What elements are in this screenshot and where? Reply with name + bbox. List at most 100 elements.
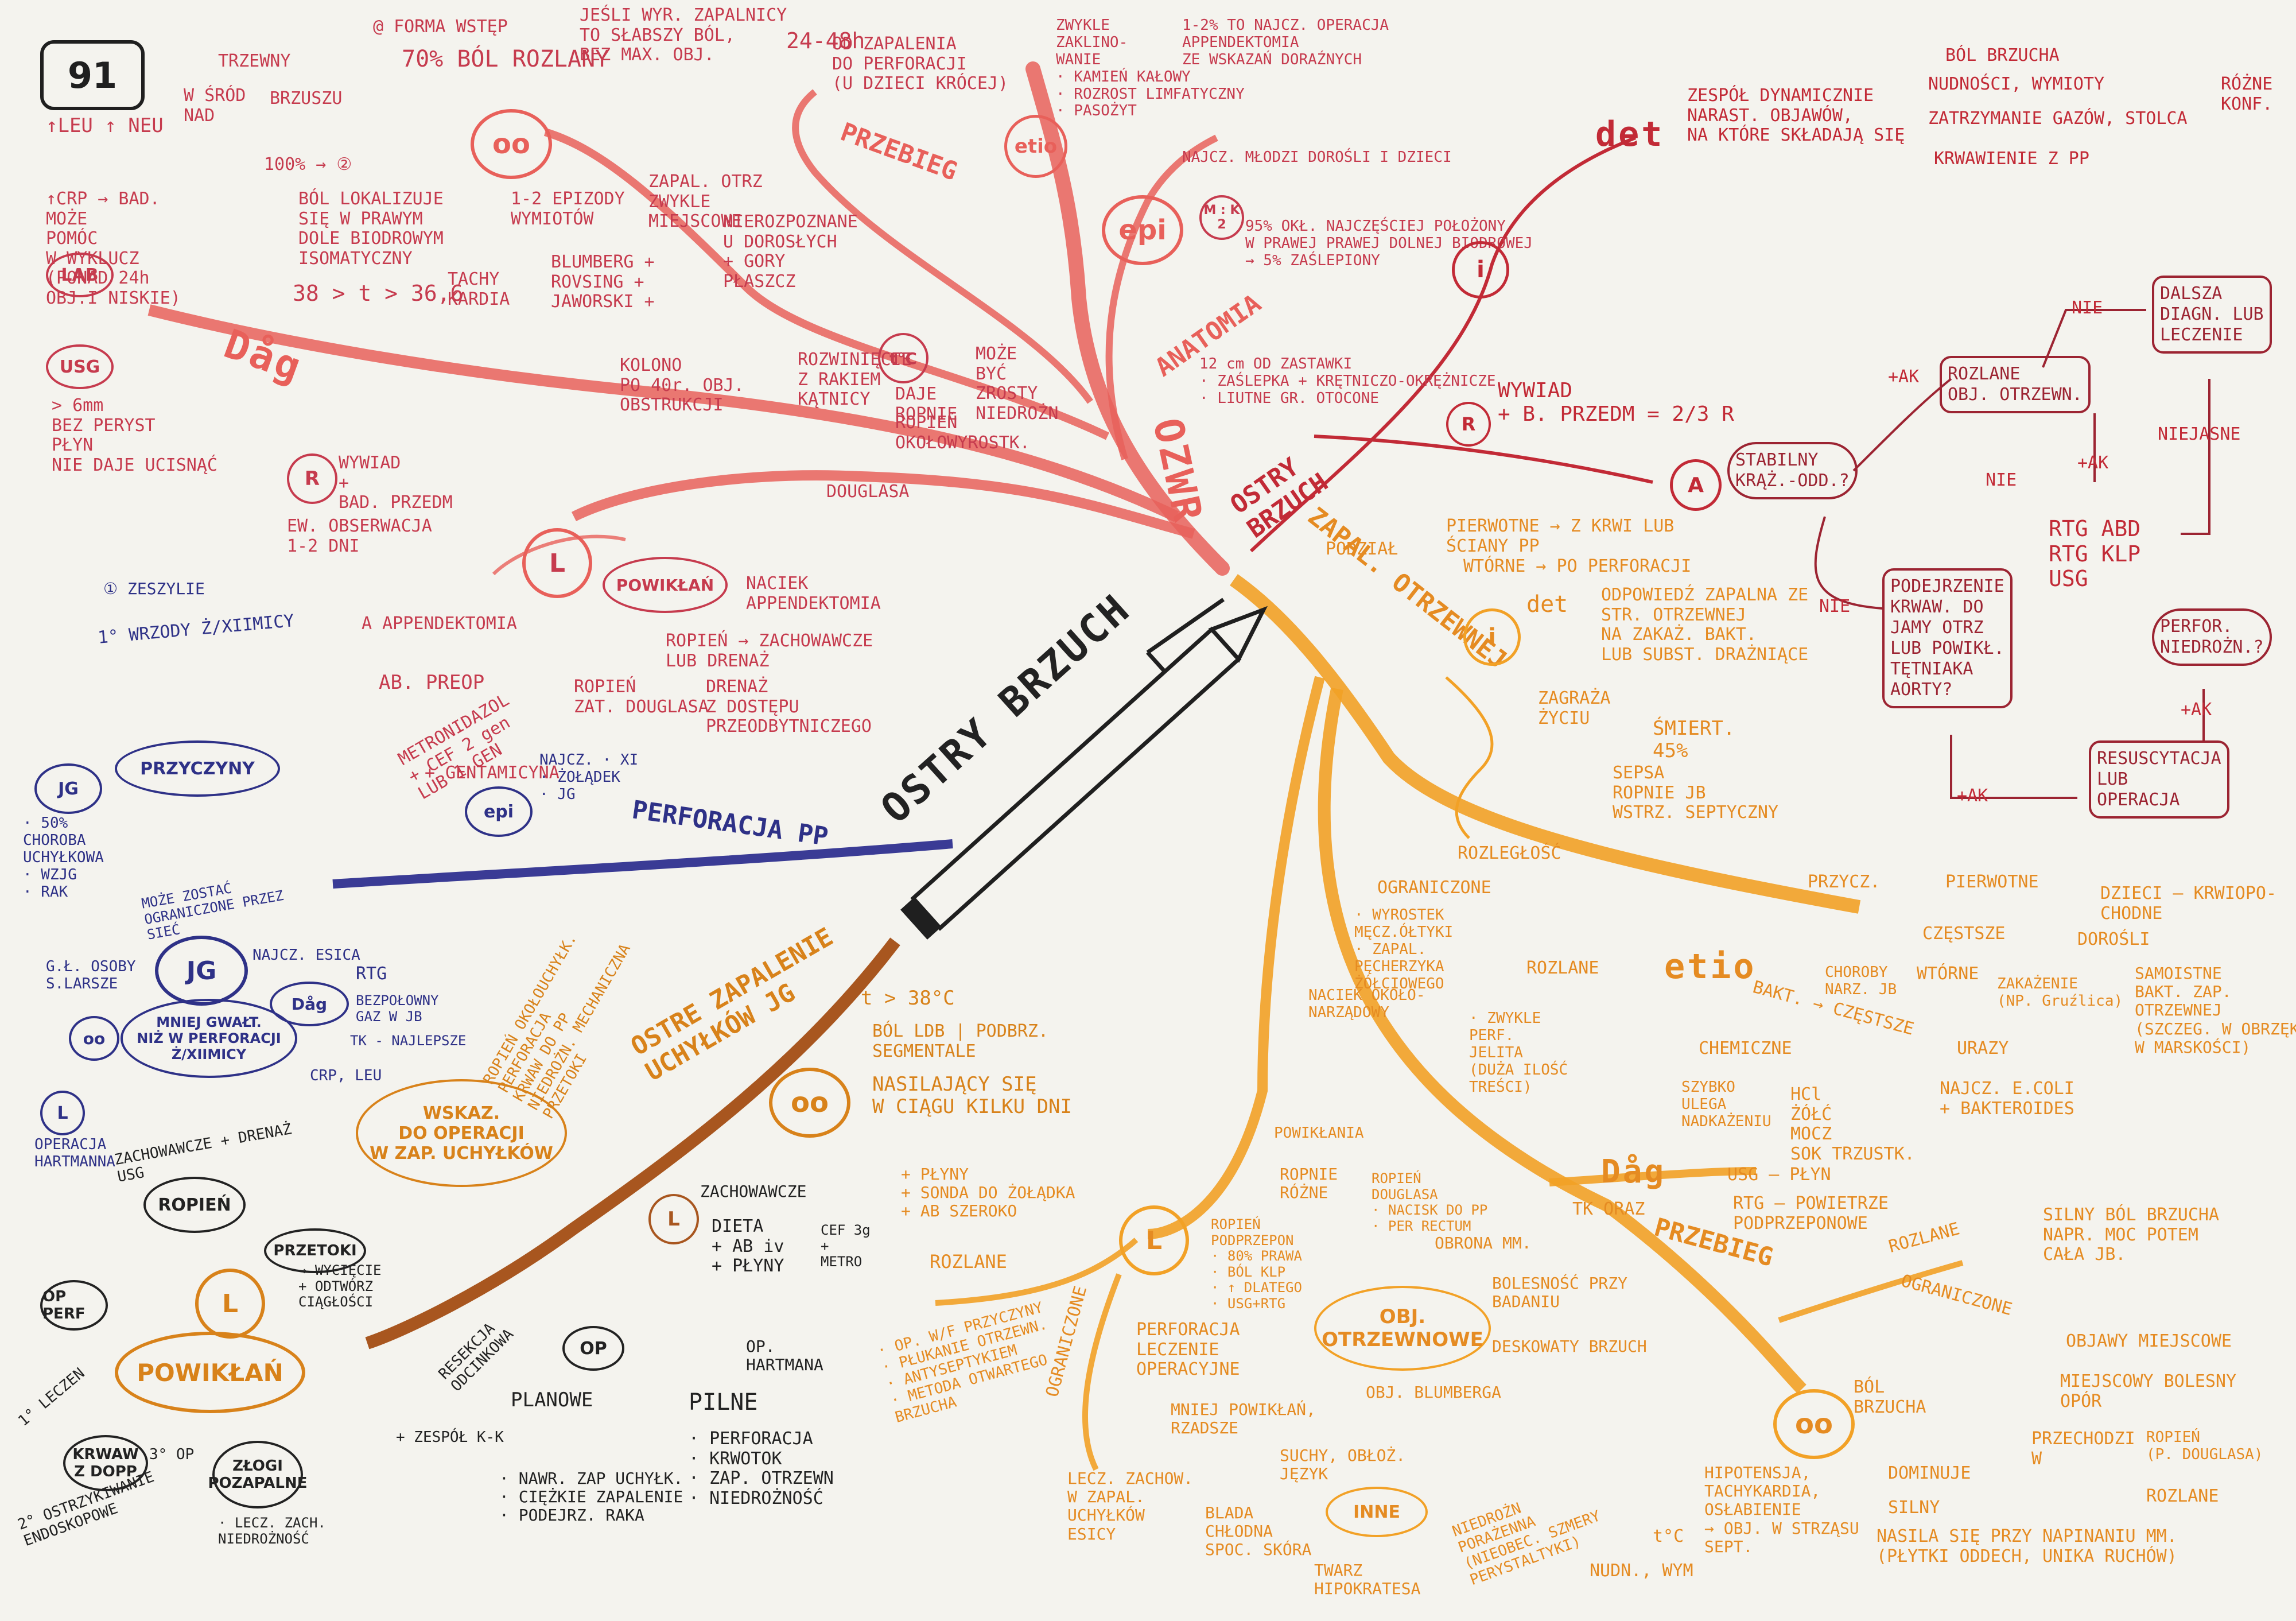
zo-sepsa: SEPSA ROPNIE JB WSTRZ. SEPTYCZNY [1613, 763, 1778, 823]
zo-tk: TK ORAZ [1572, 1199, 1645, 1219]
zo-podzial: PODZIAŁ [1326, 539, 1398, 559]
perf-jg-circle: JG [155, 936, 248, 1006]
ozwr-kolono: KOLONO PO 40r. OBJ. OBSTRUKCJI [620, 355, 744, 415]
perf-gl: G.Ł. OSOBY S.LARSZE [46, 958, 136, 992]
uch-pilne: PILNE [689, 1389, 758, 1416]
ob-det: det [1595, 114, 1665, 154]
perf-najcz-esica: NAJCZ. ESICA [252, 947, 360, 964]
ozwr-powiklan-circle: POWIKŁAŃ [603, 557, 728, 613]
uch-ropien-circle: ROPIEŃ [143, 1177, 246, 1233]
uch-zlogi-circle: ZŁOGI POZAPALNE [208, 1441, 308, 1508]
perf-hartmann: OPERACJA HARTMANNA [34, 1136, 115, 1170]
ozwr-wywiad: WYWIAD + BAD. PRZEDM [339, 453, 453, 513]
ob-objaw-2: NUDNOŚCI, WYMIOTY [1928, 74, 2105, 94]
ozwr-epi-circle: epi [1102, 195, 1183, 265]
ozwr-tachy: TACHY KARDIA [448, 269, 510, 309]
zo-wtorne2: WTÓRNE [1917, 964, 1979, 984]
ozwr-anat-list: 12 cm OD ZASTAWKI · ZAŚLEPKA + KRĘTNICZO… [1199, 355, 1496, 407]
zo-pierwotne2: PIERWOTNE [1945, 872, 2039, 892]
uch-l-zach: · LECZ. ZACH. NIEDROŻNOŚĆ [218, 1515, 326, 1547]
zo-nudn: NUDN., WYM [1590, 1561, 1693, 1581]
page-number-badge: 91 [40, 40, 145, 110]
zo-pain-circle: oo [1773, 1389, 1855, 1459]
zo-dorosli: DOROŚLI [2077, 929, 2150, 949]
ob-tak-4: +AK [1957, 786, 1988, 806]
zo-usg-plyn: USG – PŁYN [1727, 1165, 1831, 1185]
zo-zagraza: ZAGRAŻA ŻYCIU [1538, 688, 1611, 728]
ozwr-t-circle: t°C [878, 333, 928, 383]
uch-perf-circle: OP PERF [40, 1280, 108, 1331]
zo-powiklania: POWIKŁANIA [1274, 1124, 1364, 1142]
ozwr-anatomia-note: 95% OKŁ. NAJCZĘŚCIEJ POŁOŻONY W PRAWEJ P… [1245, 218, 1533, 269]
ob-tak-1: +AK [1888, 367, 1920, 387]
zo-bol-brzucha: BÓL BRZUCHA [1854, 1377, 1926, 1417]
ozwr-r-circle: R [287, 453, 337, 504]
zo-obj-otrz-circle: OBJ. OTRZEWNOWE [1314, 1286, 1491, 1371]
ozwr-srod: W ŚRÓD NAD [184, 86, 246, 126]
uch-dieta: DIETA + AB iv + PŁYNY [712, 1216, 784, 1276]
zo-rozlane: ROZLANE [1526, 958, 1599, 978]
zo-urazy: URAZY [1957, 1038, 2009, 1058]
zo-ropien: ROPIEŃ (P. DOUGLASA) [2146, 1429, 2263, 1463]
perf-przyczyny-circle: PRZYCZYNY [115, 740, 280, 797]
uch-l2-circle: L [195, 1269, 265, 1339]
ozwr-crp: ↑CRP → BAD. MOŻE POMÓC W WYKLUCZ (PONAD … [46, 189, 181, 308]
zo-wyrostek: · WYROSTEK MĘCZ.ÓŁTYKI · ZAPAL. PĘCHERZY… [1354, 906, 1454, 992]
ozwr-gentamicyna: + GENTAMICYNA [425, 763, 560, 783]
ob-tak-2: +AK [2077, 453, 2109, 473]
zo-nasila: NASILA SIĘ PRZY NAPINANIU MM. (PŁYTKI OD… [1877, 1526, 2177, 1566]
uch-t38: t > 38°C [861, 987, 955, 1010]
zo-szybko: SZYBKO ULEGA NADKAŻENIU [1681, 1079, 1771, 1130]
perf-najcz: NAJCZ. · XI · ŻOŁĄDEK · JG [539, 751, 639, 803]
zo-lecz-zach: LECZ. ZACHOW. W ZAPAL. UCHYŁKÓW ESICY [1067, 1469, 1194, 1544]
zo-ropien-podprzep: ROPIEŃ PODPRZEPON · 80% PRAWA · BÓL KLP … [1211, 1216, 1302, 1312]
ozwr-l-circle: L [522, 528, 592, 598]
uch-powiklan-circle: POWIKŁAŃ [115, 1332, 305, 1413]
ozwr-pain-note: JEŚLI WYR. ZAPALNICY TO SŁABSZY BÓL, BEZ… [580, 5, 787, 65]
zo-zakazenie: ZAKAŻENIE (NP. Gruźlica) [1997, 975, 2123, 1010]
zo-ropien-douglasa: ROPIEŃ DOUGLASA · NACISK DO PP · PER REC… [1372, 1170, 1488, 1234]
ozwr-najcz-mlodzi: NAJCZ. MŁODZI DOROŚLI I DZIECI [1182, 149, 1452, 166]
zo-rozlane3: ROZLANE [2146, 1486, 2219, 1506]
zo-rozlane4: ROZLANE [930, 1251, 1007, 1273]
uch-planowe-list: · NAWR. ZAP UCHYŁK. · CIĘŻKIE ZAPALENIE … [499, 1469, 683, 1525]
ob-podejrzenie-box: PODEJRZENIE KRWAW. DO JAMY OTRZ LUB POWI… [1882, 568, 2013, 708]
ozwr-nierozpoznane: NIEROZPOZNANE U DOROSŁYCH + GORY PŁASZCZ [723, 212, 858, 292]
perf-tk: TK - NAJLEPSZE [350, 1033, 467, 1049]
zo-det: det [1526, 591, 1568, 618]
perf-l-circle: L [40, 1091, 85, 1135]
zo-silny: SILNY [1888, 1498, 1940, 1518]
zo-naciek-okolo: NACIEK OKOŁO- NARZĄDOWY [1308, 987, 1425, 1021]
zo-bolesnosc: BOLESNOŚĆ PRZY BADANIU [1492, 1274, 1628, 1312]
zo-roz: ROZLEGŁOŚĆ [1458, 843, 1561, 863]
ob-stabilny-box: STABILNY KRĄŻ.-ODD.? [1727, 442, 1858, 499]
zo-obj-blumberga: OBJ. BLUMBERGA [1366, 1383, 1502, 1402]
ozwr-ew-obs: EW. OBSERWACJA 1-2 DNI [287, 516, 432, 556]
ozwr-trzewny: TRZEWNY [218, 51, 291, 71]
zo-blada: BLADA CHŁODNA SPOC. SKÓRA [1205, 1503, 1312, 1560]
zo-ropnie-rozne: ROPNIE RÓŻNE [1280, 1165, 1338, 1203]
zo-objawy-miejsc: OBJAWY MIEJSCOWE [2066, 1331, 2232, 1351]
zo-etio: etio [1664, 947, 1757, 987]
ozwr-temp: 38 > t > 36,6 [293, 281, 464, 306]
ob-nie-3: NIE [1986, 470, 2017, 490]
ozwr-pain-circle: oo [471, 109, 552, 179]
zo-hcl: HCl ŻÓŁĆ MOCZ SOK TRZUSTK. [1790, 1084, 1915, 1164]
ob-i-circle: i [1452, 241, 1509, 298]
ob-resuscytacja-box: RESUSCYTACJA LUB OPERACJA [2089, 740, 2229, 819]
zo-rtg-pow: RTG – POWIETRZE PODPRZEPONOWE [1733, 1193, 1889, 1234]
ozwr-drenaz: DRENAŻ Z DOSTĘPU PRZEODBYTNICZEGO [706, 677, 872, 736]
zo-perforacja: PERFORACJA LECZENIE OPERACYJNE [1136, 1320, 1240, 1379]
ob-rozne-konf: RÓŻNE KONF. [2221, 74, 2273, 114]
ob-r-circle: R [1446, 402, 1491, 447]
zo-wtorne: WTÓRNE → PO PERFORACJI [1463, 556, 1692, 576]
zo-twarz: TWARZ HIPOKRATESA [1314, 1561, 1421, 1599]
uch-zespol: + ZESPÓŁ K-K [396, 1429, 504, 1446]
ob-niejasne: NIEJASNE [2158, 424, 2241, 444]
ozwr-douglasa: DOUGLASA [826, 482, 910, 502]
ob-objaw-3: ZATRZYMANIE GAZÓW, STOLCA [1928, 108, 2188, 129]
zo-najcz-ecoli: NAJCZ. E.COLI + BAKTEROIDES [1940, 1079, 2074, 1119]
zo-mniej-pow: MNIEJ POWIKŁAŃ, RZADSZE [1171, 1400, 1316, 1438]
ozwr-ropien-doug: ROPIEŃ ZAT. DOUGLASA [574, 677, 709, 717]
zo-silny-bol: SILNY BÓL BRZUCHA NAPR. MOC POTEM CAŁA J… [2043, 1205, 2220, 1265]
